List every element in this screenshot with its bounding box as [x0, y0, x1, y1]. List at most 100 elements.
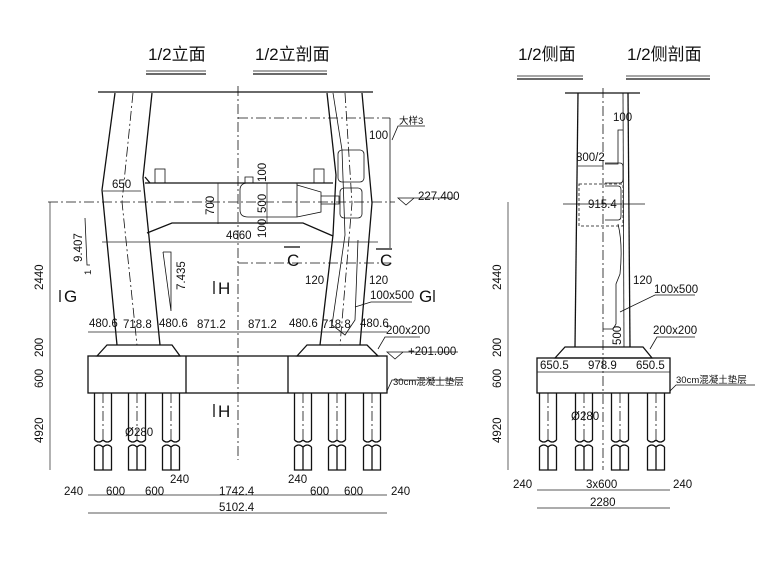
dim-915: 915.4	[588, 199, 617, 211]
pile	[610, 393, 630, 471]
elevation-base: +201.000	[408, 346, 456, 358]
dim-120: 120	[633, 275, 652, 287]
dim-700: 700	[205, 196, 217, 215]
beam-box-cells	[239, 176, 340, 218]
leader	[386, 379, 455, 392]
pedestal	[553, 346, 654, 359]
dim-2440: 2440	[34, 264, 46, 290]
pile-diameter: Ø280	[571, 411, 599, 423]
column-right-edge	[627, 92, 631, 348]
side-piles	[538, 393, 666, 471]
section-mark-g: G	[419, 287, 432, 306]
dim-value: 600	[310, 486, 329, 498]
dim-value: 871.2	[197, 319, 226, 331]
dim-value: 600	[145, 486, 164, 498]
section-mark-h: H	[218, 279, 230, 298]
dim-650: 650	[112, 179, 131, 191]
dim-600: 600	[34, 369, 46, 388]
dim-value: 600	[106, 486, 125, 498]
elevation-marker-icon	[396, 197, 454, 206]
dim-500: 500	[612, 326, 624, 345]
title-side-section: 1/2侧剖面	[627, 45, 702, 64]
slope-value: 9.407	[73, 233, 85, 262]
beam-cell	[337, 149, 365, 183]
dim-4920: 4920	[492, 417, 504, 443]
dim-value: 650.5	[540, 360, 569, 372]
pile	[327, 393, 347, 471]
dim-value: 871.2	[248, 319, 277, 331]
column-wall	[622, 92, 625, 348]
dim-200: 200	[492, 338, 504, 357]
pile	[93, 393, 113, 471]
pedestal-chamfer-label: 200x200	[653, 325, 697, 337]
pile	[293, 393, 313, 471]
dim-total: 2280	[590, 497, 616, 509]
slope-indicator	[162, 251, 172, 312]
dim-100: 100	[613, 112, 632, 124]
dim-value: 240	[513, 479, 532, 491]
pile	[538, 393, 558, 471]
left-column-inner-edge	[142, 92, 161, 346]
chamfer-label: 100x500	[370, 290, 414, 302]
section-mark-h: H	[218, 402, 230, 421]
detail-ref-label: 大样3	[399, 115, 423, 127]
leader	[649, 336, 695, 350]
dim-value: 480.6	[289, 318, 318, 330]
section-mark-c: C	[380, 251, 392, 270]
column-left-edge	[574, 92, 579, 348]
bottom-dim-row: 240 600 600 240 1742.4 240 600 600 240 5…	[64, 474, 410, 514]
pile-diameter: Ø280	[125, 427, 153, 439]
right-column-axis	[339, 92, 353, 346]
section-mark-c: C	[287, 251, 299, 270]
pile	[161, 393, 181, 471]
title-side: 1/2侧面	[518, 45, 576, 64]
dim-value: 240	[170, 474, 189, 486]
pedestal-right	[295, 344, 380, 357]
leader	[377, 336, 420, 350]
dim-value: 718.8	[322, 319, 351, 331]
crossbeam-bottom	[146, 222, 334, 237]
dim-value: 240	[391, 486, 410, 498]
title-elevation: 1/2立面	[148, 45, 206, 64]
section-mark-g: G	[64, 287, 77, 306]
dim-value: 240	[673, 479, 692, 491]
left-column-axis	[121, 92, 138, 346]
pile-cap	[536, 357, 671, 394]
side-elevation: 100 800/2 915.4 120 100x500 500 200x200 …	[492, 88, 755, 509]
leader	[354, 301, 412, 308]
dim-value: 480.6	[360, 318, 389, 330]
right-column-inner-edge	[319, 92, 337, 346]
pile	[362, 393, 382, 471]
dim-800-2: 800/2	[576, 152, 605, 164]
elevation-top: 227.400	[418, 191, 460, 203]
dim-2440: 2440	[492, 264, 504, 290]
dim-value: 600	[344, 486, 363, 498]
chamfer-label: 100x500	[654, 284, 698, 296]
detail-box	[578, 183, 624, 227]
dim-120-right: 120	[369, 275, 388, 287]
dim-value: 1742.4	[219, 486, 255, 498]
right-column-outer-edge	[359, 92, 373, 346]
dim-100: 100	[369, 130, 388, 142]
slope-base: 1	[83, 270, 94, 275]
dim-value: 240	[288, 474, 307, 486]
dim-value: 3x600	[586, 479, 617, 491]
dim-value: 240	[64, 486, 83, 498]
dim-value: 718.8	[123, 319, 152, 331]
front-piles	[93, 393, 382, 471]
stop-block	[154, 168, 166, 184]
pedestal-left	[95, 344, 182, 357]
dim-value: 978.9	[588, 360, 617, 372]
elevation-marker-icon	[385, 351, 458, 360]
slope-value: 7.435	[176, 261, 188, 290]
dim-value: 480.6	[159, 318, 188, 330]
pile-cap	[87, 355, 388, 394]
left-column-outer-edge	[101, 92, 118, 346]
titles: 1/2立面 1/2立剖面 1/2侧面 1/2侧剖面	[146, 45, 710, 80]
dim-500: 500	[257, 194, 269, 213]
dim-total: 5102.4	[219, 502, 255, 514]
title-elevation-section: 1/2立剖面	[255, 45, 330, 64]
beam-cell	[339, 187, 363, 219]
